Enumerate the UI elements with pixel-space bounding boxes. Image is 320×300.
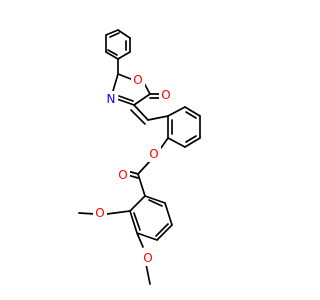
bond bbox=[118, 95, 134, 102]
label-background bbox=[116, 167, 130, 183]
bond bbox=[184, 137, 201, 148]
ester-carbonyl-oxygen-label: O bbox=[118, 168, 127, 182]
bond bbox=[105, 51, 119, 60]
bond bbox=[184, 106, 201, 117]
benzene-ring-middle bbox=[167, 106, 201, 148]
bond bbox=[137, 173, 146, 197]
label-background bbox=[93, 205, 107, 221]
structure-canvas: O O N O O O O bbox=[78, 29, 201, 285]
bond bbox=[147, 115, 169, 121]
bond bbox=[137, 159, 152, 175]
label-background bbox=[104, 91, 118, 107]
bond bbox=[148, 199, 163, 207]
bond bbox=[129, 210, 138, 234]
benzene-ring-bottom bbox=[129, 173, 173, 241]
bond bbox=[130, 109, 146, 125]
bond bbox=[117, 51, 131, 60]
bond bbox=[107, 49, 118, 56]
bond bbox=[78, 212, 96, 215]
bond bbox=[185, 111, 197, 119]
bond bbox=[133, 212, 141, 231]
label-background bbox=[147, 146, 161, 162]
bond bbox=[129, 195, 146, 212]
label-background bbox=[159, 87, 173, 103]
molecule-structure: O O N O O O O bbox=[78, 29, 201, 285]
bond bbox=[133, 104, 149, 121]
ring-oxygen-label: O bbox=[133, 73, 142, 87]
bond bbox=[164, 202, 173, 226]
bond bbox=[136, 232, 158, 241]
bond bbox=[167, 106, 186, 117]
bond bbox=[156, 224, 173, 241]
phenyl-ring-top bbox=[105, 29, 131, 60]
bond bbox=[112, 73, 119, 92]
bond bbox=[185, 135, 197, 143]
label-background bbox=[131, 72, 145, 88]
bond bbox=[133, 93, 151, 106]
bond bbox=[167, 137, 186, 148]
methoxy-oxygen-1-label: O bbox=[95, 206, 104, 220]
bond bbox=[109, 32, 120, 38]
bond bbox=[105, 29, 119, 36]
ester-oxygen-label: O bbox=[149, 147, 158, 161]
bond bbox=[144, 195, 166, 204]
bond bbox=[160, 137, 169, 149]
ring-nitrogen-label: N bbox=[107, 92, 116, 106]
bond bbox=[145, 263, 151, 285]
bond bbox=[136, 232, 144, 248]
bond bbox=[106, 210, 131, 215]
bond bbox=[117, 29, 131, 39]
bond bbox=[155, 223, 169, 237]
carbonyl-oxygen-label: O bbox=[161, 88, 170, 102]
bond bbox=[116, 98, 135, 106]
methoxy-oxygen-2-label: O bbox=[143, 251, 152, 265]
label-background bbox=[141, 250, 155, 266]
oxazolone-ring bbox=[112, 73, 165, 106]
